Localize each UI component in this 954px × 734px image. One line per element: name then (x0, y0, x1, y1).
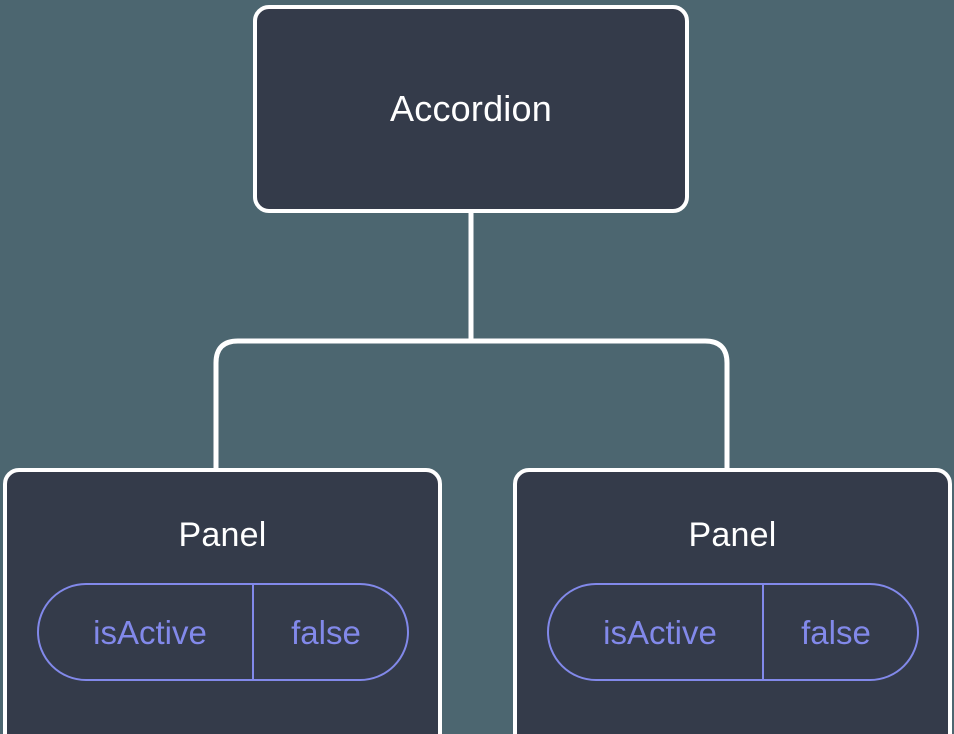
connector-branch-left (213, 338, 471, 470)
prop-badge-panel-1[interactable]: isActive false (36, 583, 409, 681)
prop-divider-panel-1 (251, 585, 254, 679)
connector-branch-right (471, 338, 730, 470)
node-panel-2[interactable]: Panel isActive false (513, 468, 952, 734)
prop-key-panel-1: isActive (93, 613, 207, 651)
prop-divider-panel-2 (761, 585, 764, 679)
node-panel-2-label: Panel (688, 516, 777, 554)
prop-badge-panel-2[interactable]: isActive false (546, 583, 919, 681)
node-panel-1[interactable]: Panel isActive false (3, 468, 442, 734)
node-accordion-label: Accordion (390, 88, 552, 129)
prop-key-panel-2: isActive (603, 613, 717, 651)
node-accordion[interactable]: Accordion (253, 5, 689, 213)
prop-value-panel-1: false (291, 613, 361, 651)
prop-value-panel-2: false (801, 613, 871, 651)
node-panel-1-label: Panel (178, 516, 267, 554)
